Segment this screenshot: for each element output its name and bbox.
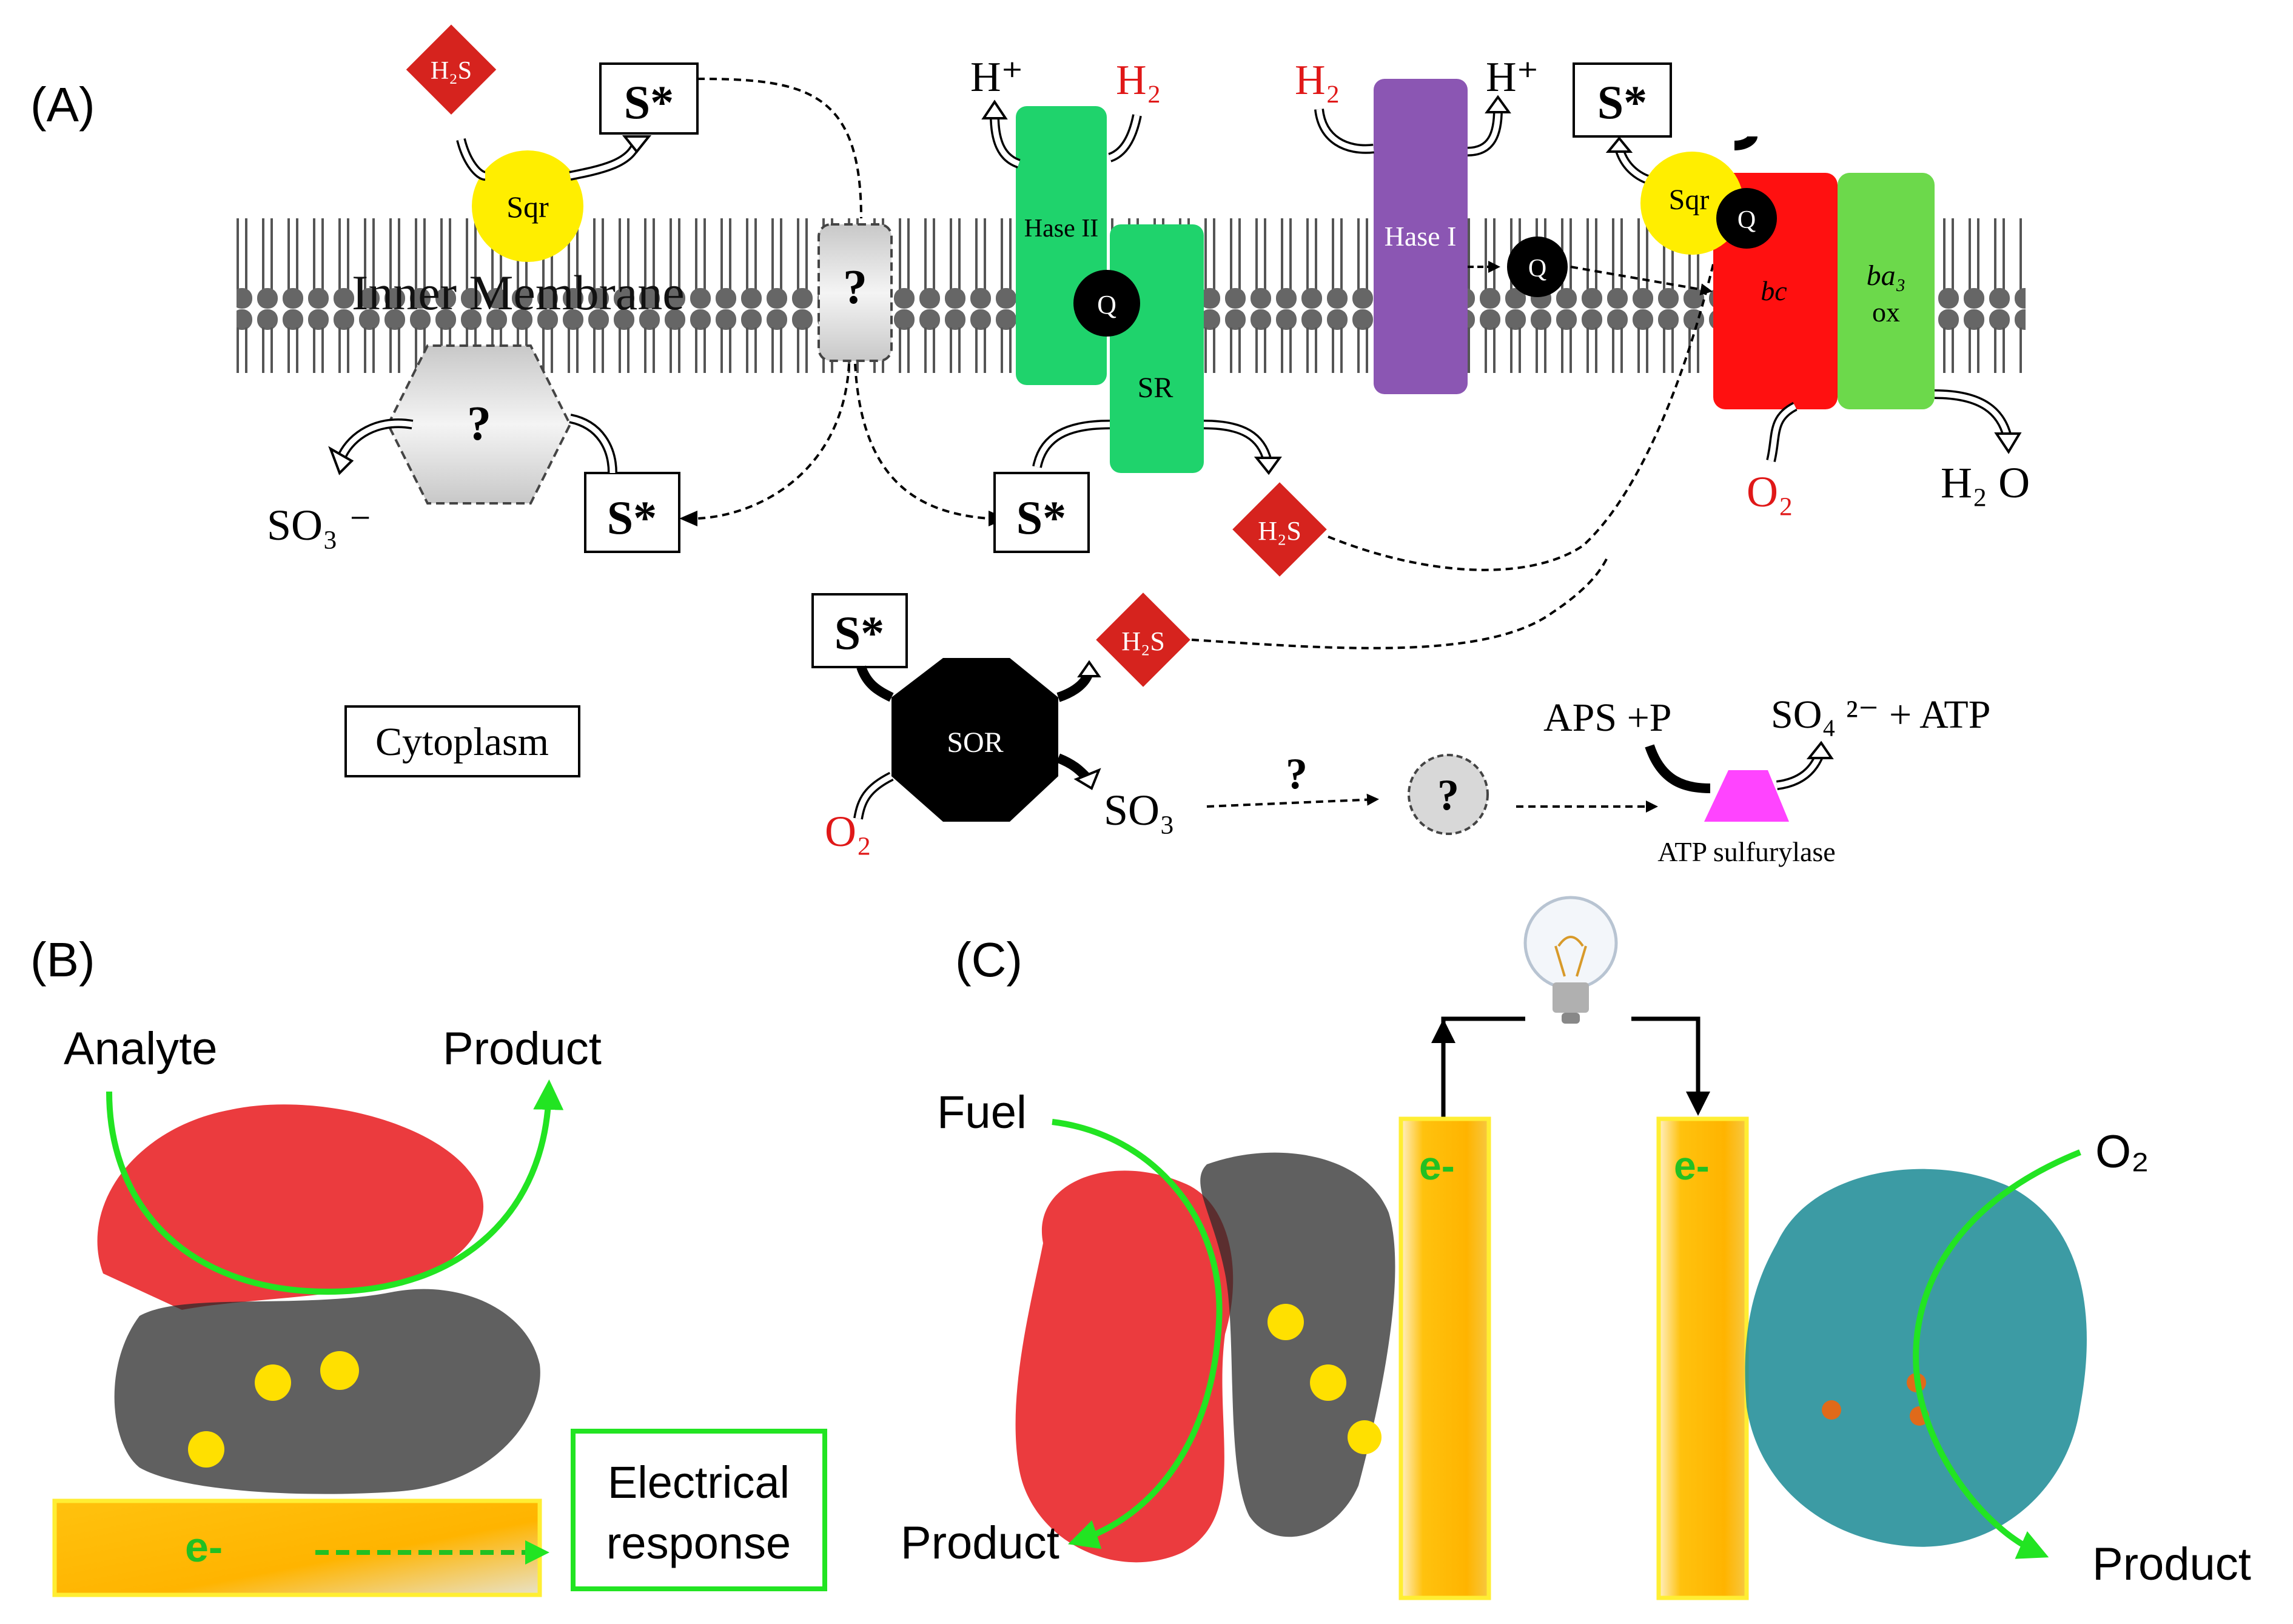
quinone-hase-ii-label: Q — [1097, 290, 1116, 320]
product-c-left-label: Product — [901, 1517, 1059, 1569]
panel-a-label: (A) — [30, 78, 95, 132]
cytoplasm-box — [344, 705, 580, 777]
analyte-label: Analyte — [64, 1023, 218, 1075]
sqr-left-label: Sqr — [506, 190, 549, 224]
product-c-right-label: Product — [2092, 1538, 2251, 1590]
hase-ii — [1016, 106, 1107, 385]
enzyme-structure-anode — [1015, 1152, 1395, 1563]
ba3-label: ba₃ — [1867, 260, 1906, 292]
s-star-box-top-right — [1573, 62, 1672, 138]
s-star-bottom-left-label: S* — [607, 491, 657, 544]
unknown-transporter-label: ? — [843, 261, 867, 314]
so3-lower-label: SO₃ — [1104, 786, 1175, 834]
h2-hase-i: H₂ — [1295, 57, 1340, 104]
electrical-response-line2: response — [606, 1518, 791, 1568]
h2s-diamond-middle: H₂S — [1232, 482, 1327, 577]
sqr-right — [1640, 152, 1744, 255]
s-star-box-top-left — [599, 62, 699, 135]
unknown-transporter — [817, 223, 893, 362]
ox-label: ox — [1872, 297, 1900, 327]
s-star-box-lower — [811, 593, 908, 668]
membrane-label: Inner Membrane — [352, 265, 685, 320]
panel-a: (A) Inner Membrane ? ? Sqr H₂S S* S* — [30, 24, 2030, 867]
sr-protein — [1110, 224, 1204, 473]
quinone-hase-i — [1507, 237, 1568, 297]
quinone-bc — [1716, 188, 1777, 249]
o2-right-label: O₂ — [1747, 468, 1793, 516]
sor-enzyme — [891, 658, 1058, 822]
atp-sulfurylase — [1704, 770, 1789, 822]
cathode-electrode — [1656, 1116, 1749, 1600]
enzyme-structure-b — [97, 1104, 540, 1494]
sr-label: SR — [1138, 372, 1173, 404]
s-star-middle-label: S* — [1016, 491, 1066, 544]
so3-minus-label: SO₃ ⁻ — [267, 501, 372, 549]
electrical-response-box — [571, 1429, 827, 1591]
bc-label: bc — [1761, 275, 1787, 306]
electrode-b — [52, 1498, 542, 1597]
unknown-hexagon — [386, 344, 572, 505]
s-star-top-left-label: S* — [624, 76, 674, 129]
unknown-intermediate-label: ? — [1437, 771, 1459, 819]
so4-label: SO₄ ²⁻ + ATP — [1771, 693, 1990, 737]
electron-cathode-label: e- — [1674, 1143, 1710, 1188]
h-plus-hase-i: H⁺ — [1486, 54, 1539, 101]
ba3-oxidase — [1838, 173, 1935, 409]
svg-text:H₂S: H₂S — [1258, 516, 1301, 546]
svg-text:H₂S: H₂S — [431, 57, 472, 85]
sqr-right-label: Sqr — [1669, 184, 1710, 216]
s-star-box-middle — [993, 472, 1090, 553]
unknown-hexagon-label: ? — [467, 397, 491, 451]
panel-c: (C) e- e- Fuel Product — [901, 896, 2251, 1600]
s-star-top-right-label: S* — [1597, 76, 1647, 129]
h-plus-hase-ii: H⁺ — [970, 54, 1024, 101]
light-bulb-icon — [1523, 896, 1618, 1024]
svg-text:H₂S: H₂S — [1121, 626, 1165, 656]
quinone-bc-label: Q — [1737, 206, 1756, 234]
cytoplasm-label: Cytoplasm — [375, 720, 549, 764]
hase-i — [1374, 79, 1468, 394]
h2s-diamond-lower: H₂S — [1096, 592, 1190, 687]
panel-c-label: (C) — [955, 933, 1022, 987]
quinone-hase-ii — [1073, 270, 1140, 337]
electrical-response-line1: Electrical — [608, 1457, 790, 1508]
sor-label: SOR — [947, 726, 1003, 759]
sqr-left — [472, 150, 583, 262]
h2s-diamond-top: H₂S — [406, 24, 497, 115]
s-star-box-bottom-left — [584, 472, 680, 553]
product-b-label: Product — [443, 1023, 602, 1075]
fuel-label: Fuel — [937, 1087, 1027, 1138]
unknown-step-label: ? — [1286, 750, 1308, 798]
o2-c-label: O₂ — [2095, 1126, 2149, 1178]
h2-hase-ii: H₂ — [1116, 57, 1161, 104]
o2-lower-label: O₂ — [825, 807, 871, 856]
panel-b: (B) Analyte Product e- Electrical respon… — [30, 933, 827, 1597]
panel-b-label: (B) — [30, 933, 95, 987]
quinone-hase-i-label: Q — [1528, 255, 1546, 283]
electron-anode-label: e- — [1419, 1143, 1455, 1188]
aps-label: APS +P — [1543, 696, 1672, 740]
unknown-intermediate — [1408, 754, 1489, 835]
hase-i-label: Hase I — [1385, 221, 1457, 252]
h2o-label: H₂ O — [1941, 458, 2030, 507]
s-star-lower-label: S* — [834, 606, 884, 659]
atp-sulfurylase-label: ATP sulfurylase — [1657, 836, 1835, 867]
anode-electrode — [1398, 1116, 1491, 1600]
electron-b-label: e- — [185, 1523, 223, 1571]
hase-ii-label: Hase II — [1024, 215, 1098, 243]
